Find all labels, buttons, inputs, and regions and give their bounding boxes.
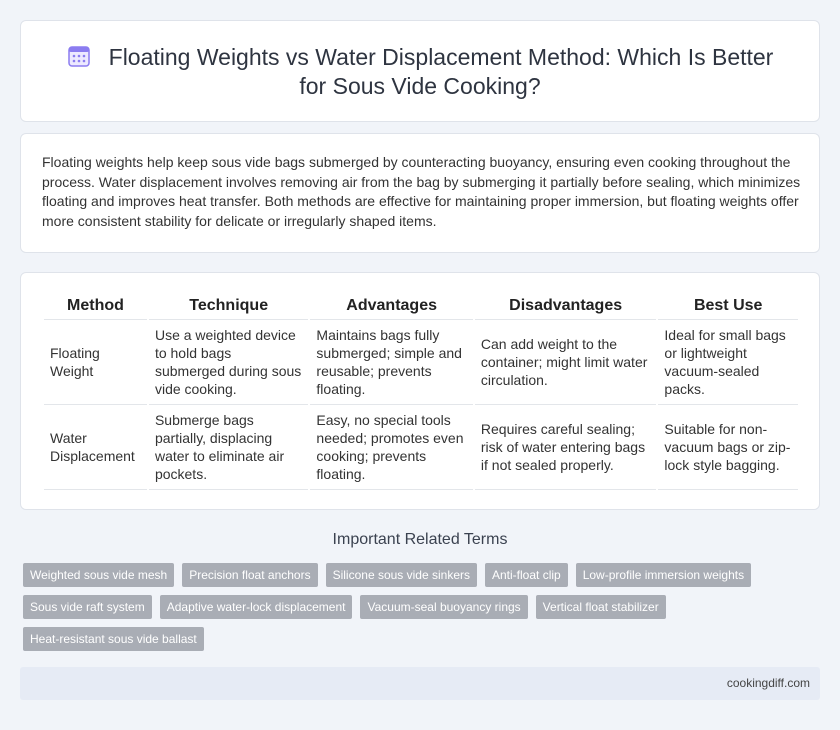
cell-best-use: Suitable for non-vacuum bags or zip-lock… <box>658 405 798 490</box>
table-header-row: Method Technique Advantages Disadvantage… <box>44 295 798 320</box>
related-term-tag[interactable]: Anti-float clip <box>485 563 568 587</box>
header-disadvantages: Disadvantages <box>474 295 657 320</box>
page-title: Floating Weights vs Water Displacement M… <box>51 43 789 101</box>
comparison-card: Method Technique Advantages Disadvantage… <box>20 272 820 510</box>
related-term-tag[interactable]: Low-profile immersion weights <box>575 563 752 587</box>
related-term-tag[interactable]: Vertical float stabilizer <box>535 595 666 619</box>
comparison-table: Method Technique Advantages Disadvantage… <box>42 295 800 490</box>
cell-best-use: Ideal for small bags or lightweight vacu… <box>658 320 798 405</box>
related-term-tag[interactable]: Vacuum-seal buoyancy rings <box>360 595 528 619</box>
related-term-tag[interactable]: Sous vide raft system <box>23 595 152 619</box>
cell-method: Floating Weight <box>44 320 147 405</box>
header-method: Method <box>44 295 147 320</box>
header-card: Floating Weights vs Water Displacement M… <box>20 20 820 122</box>
table-row: Water Displacement Submerge bags partial… <box>44 405 798 490</box>
table-row: Floating Weight Use a weighted device to… <box>44 320 798 405</box>
related-terms-title: Important Related Terms <box>332 531 508 548</box>
footer-site-link[interactable]: cookingdiff.com <box>726 676 810 690</box>
related-term-tag[interactable]: Weighted sous vide mesh <box>23 563 175 587</box>
cell-advantages: Easy, no special tools needed; promotes … <box>310 405 473 490</box>
calendar-icon <box>67 46 90 67</box>
header-advantages: Advantages <box>310 295 473 320</box>
header-technique: Technique <box>148 295 309 320</box>
related-term-tag[interactable]: Precision float anchors <box>182 563 318 587</box>
summary-text: Floating weights help keep sous vide bag… <box>42 154 801 229</box>
header-best-use: Best Use <box>658 295 798 320</box>
related-term-tag[interactable]: Heat-resistant sous vide ballast <box>23 627 204 651</box>
cell-technique: Submerge bags partially, displacing wate… <box>148 405 309 490</box>
summary-card: Floating weights help keep sous vide bag… <box>20 133 820 253</box>
footer: cookingdiff.com <box>20 667 820 700</box>
title-wrap: Floating Weights vs Water Displacement M… <box>51 43 789 101</box>
cell-method: Water Displacement <box>44 405 147 490</box>
related-term-tag[interactable]: Adaptive water-lock displacement <box>159 595 353 619</box>
related-terms-list: Weighted sous vide mesh Precision float … <box>23 563 803 651</box>
cell-disadvantages: Requires careful sealing; risk of water … <box>474 405 657 490</box>
cell-disadvantages: Can add weight to the container; might l… <box>474 320 657 405</box>
page-title-text: Floating Weights vs Water Displacement M… <box>108 44 774 99</box>
cell-technique: Use a weighted device to hold bags subme… <box>148 320 309 405</box>
cell-advantages: Maintains bags fully submerged; simple a… <box>310 320 473 405</box>
related-term-tag[interactable]: Silicone sous vide sinkers <box>325 563 477 587</box>
